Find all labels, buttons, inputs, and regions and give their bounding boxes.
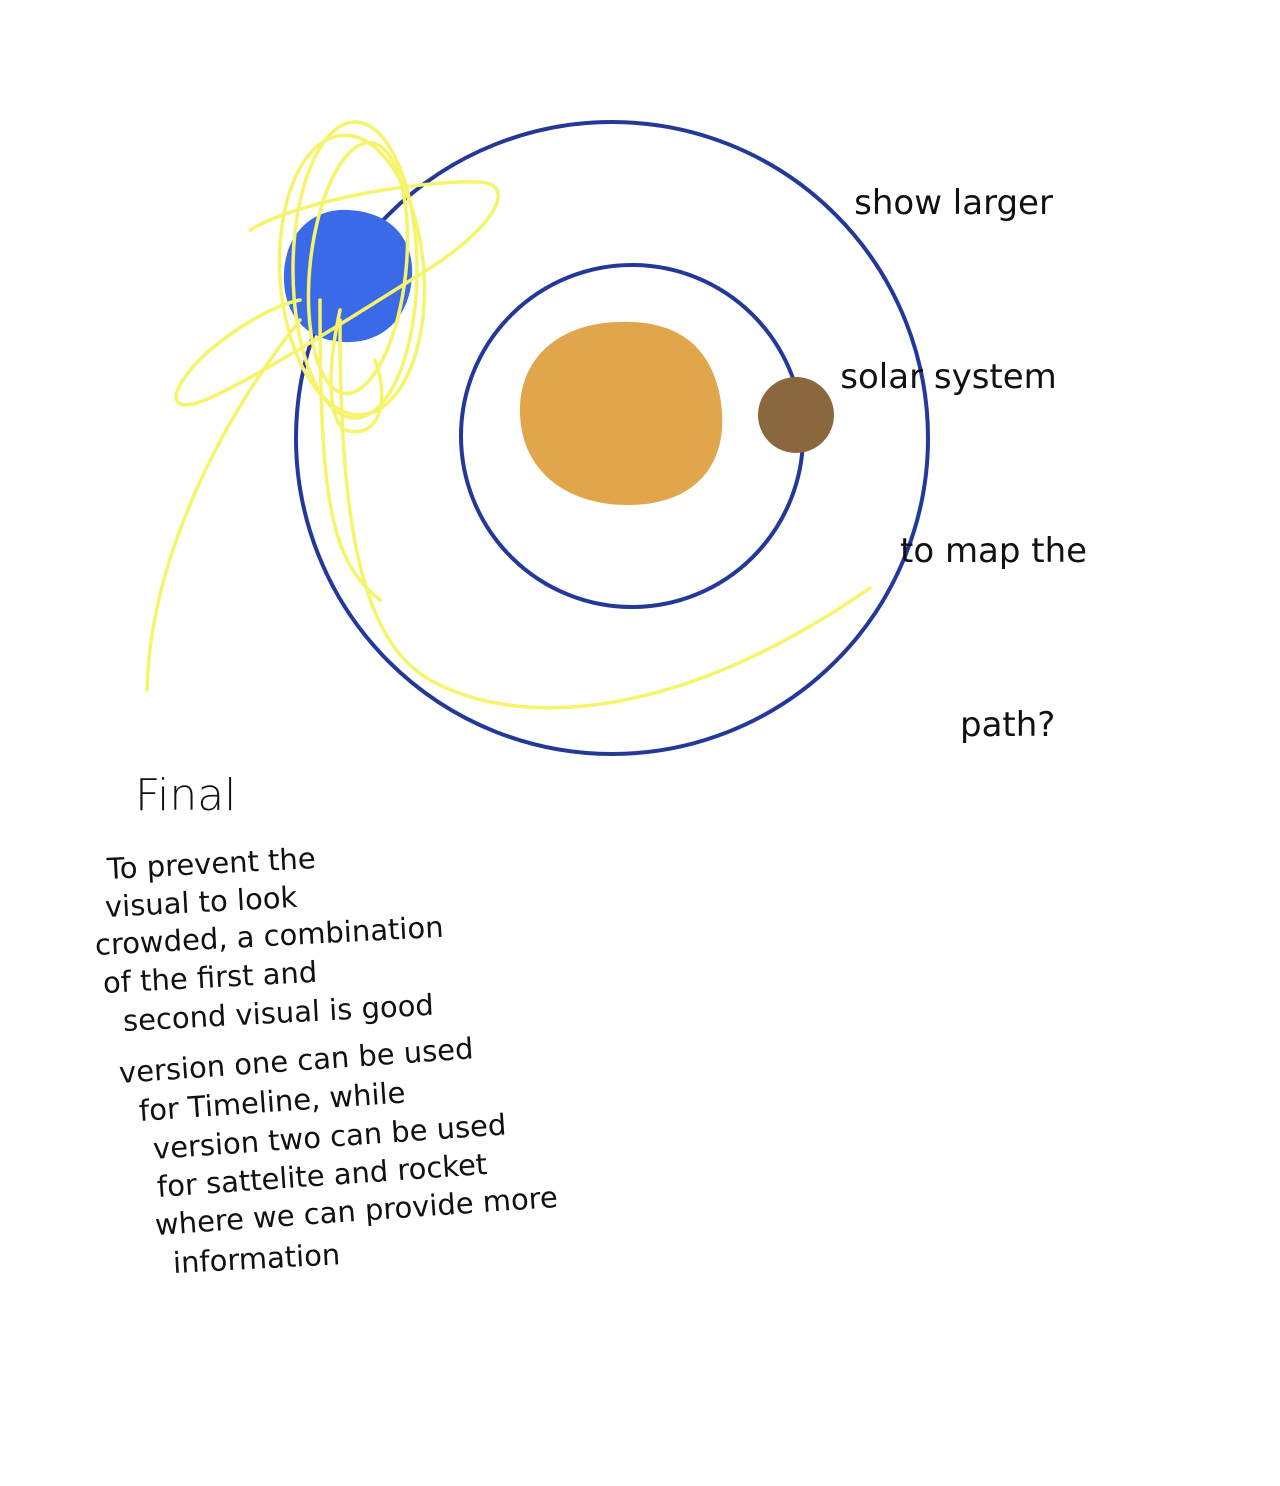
final-title: Final [135, 770, 237, 821]
final-note-body: To prevent the visual to look crowded, a… [94, 841, 615, 1282]
trajectory-scribble [145, 120, 872, 710]
outer-orbit [294, 120, 930, 756]
top-note-line: solar system [840, 357, 1057, 397]
top-note-line: show larger [854, 183, 1053, 223]
inner-planet [758, 377, 834, 453]
earth [283, 209, 413, 343]
top-note: show larger solar system to map the path… [820, 58, 1087, 812]
top-note-line: path? [960, 705, 1056, 745]
sun [519, 321, 723, 505]
top-note-line: to map the [900, 531, 1088, 571]
